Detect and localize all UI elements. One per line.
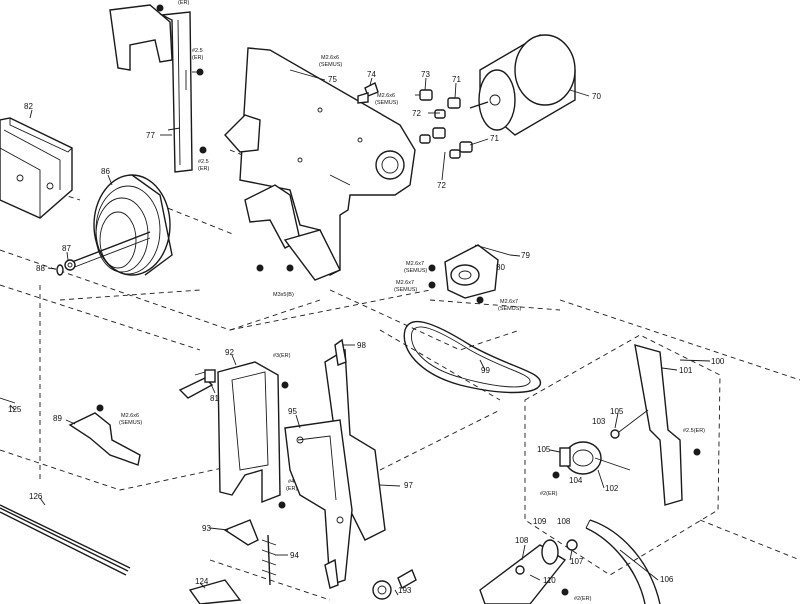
screw-label: M2.6x6 (377, 93, 395, 99)
part-70-motor (469, 34, 576, 136)
callout-93: 93 (202, 524, 211, 533)
callout-100: 100 (711, 357, 725, 366)
callout-82: 82 (24, 102, 33, 111)
callout-193: 193 (398, 586, 412, 595)
part-79-80-bracket (428, 244, 511, 304)
leader-lines (9, 69, 711, 596)
screw-label: #2(ER) (574, 596, 592, 602)
callout-125: 125 (8, 405, 22, 414)
screw-label: #3(ER) (273, 353, 291, 359)
screw-label: #2.5 (192, 48, 203, 54)
callout-105: 105 (537, 445, 551, 454)
callout-71: 71 (452, 75, 461, 84)
callout-88: 88 (36, 264, 45, 273)
callout-108: 108 (515, 536, 529, 545)
assembly-100 (524, 334, 721, 576)
screw-spec-labels: (ER) #2.5 (ER) M2.6x6 (SEMUS) M2.6x6 (SE… (119, 0, 705, 602)
screw-label: (SEMUS) (394, 287, 417, 293)
callout-80: 80 (496, 263, 505, 272)
callout-81: 81 (210, 394, 219, 403)
screw-label: (ER) (198, 166, 209, 172)
callout-numbers: 70 71 71 72 72 73 74 75 77 79 80 81 82 8… (8, 70, 725, 595)
screw-label: M2.6x7 (500, 299, 518, 305)
screw-label: (SEMUS) (498, 306, 521, 312)
parts-106-110-pulley (479, 519, 661, 604)
screw-label: #4 (288, 479, 294, 485)
callout-109: 109 (533, 517, 547, 526)
part-77-bracket (109, 4, 207, 173)
screw-label: #2.5 (198, 159, 209, 165)
callout-126: 126 (29, 492, 43, 501)
callout-101: 101 (679, 366, 693, 375)
callout-87: 87 (62, 244, 71, 253)
callout-104: 104 (569, 476, 583, 485)
part-86-flywheel (71, 174, 173, 276)
screw-label: M2.6x7 (406, 261, 424, 267)
callout-77: 77 (146, 131, 155, 140)
callout-75: 75 (328, 75, 337, 84)
callout-124: 124 (195, 577, 209, 586)
part-89-lever (0, 397, 141, 466)
callout-71: 71 (490, 134, 499, 143)
callout-94: 94 (290, 551, 299, 560)
parts-71-74-fittings (357, 82, 473, 159)
callout-99: 99 (481, 366, 490, 375)
callout-110: 110 (543, 576, 556, 585)
screw-label: M2.6x6 (321, 55, 339, 61)
callout-89: 89 (53, 414, 62, 423)
callout-74: 74 (367, 70, 376, 79)
part-92-plate (217, 361, 289, 586)
screw-label: M2.6x7 (396, 280, 414, 286)
callout-103: 103 (592, 417, 606, 426)
callout-105: 105 (610, 407, 624, 416)
screw-label: M2.6x6 (121, 413, 139, 419)
part-82-box (0, 117, 73, 219)
screw-label: #2.5(ER) (683, 428, 705, 434)
callout-108: 108 (557, 517, 571, 526)
part-99-belt (403, 320, 542, 394)
callout-72: 72 (412, 109, 421, 118)
callout-102: 102 (605, 484, 619, 493)
screw-label: (SEMUS) (375, 100, 398, 106)
screw-label: (SEMUS) (404, 268, 427, 274)
callout-106: 106 (660, 575, 674, 584)
callout-70: 70 (592, 92, 601, 101)
screw-label: (ER) (286, 486, 297, 492)
part-95-97-slider (284, 338, 386, 589)
callout-73: 73 (421, 70, 430, 79)
screw-label: (SEMUS) (119, 420, 142, 426)
callout-98: 98 (357, 341, 366, 350)
screw-label: M3x5(B) (273, 292, 294, 298)
callout-86: 86 (101, 167, 110, 176)
part-87-88-collars (56, 259, 76, 276)
screw-label: #2(ER) (540, 491, 558, 497)
screw-label: (SEMUS) (319, 62, 342, 68)
part-75-main-frame (224, 47, 416, 281)
part-193-fitting (372, 568, 417, 600)
callout-79: 79 (521, 251, 530, 260)
callout-92: 92 (225, 348, 234, 357)
part-124-block (188, 579, 242, 604)
screw-label: (ER) (178, 0, 189, 6)
callout-107: 107 (570, 557, 584, 566)
part-81-arm (178, 369, 216, 399)
screw-label: (ER) (192, 55, 203, 61)
part-126-shaft (0, 504, 131, 576)
callout-97: 97 (404, 481, 413, 490)
callout-95: 95 (288, 407, 297, 416)
callout-72: 72 (437, 181, 446, 190)
